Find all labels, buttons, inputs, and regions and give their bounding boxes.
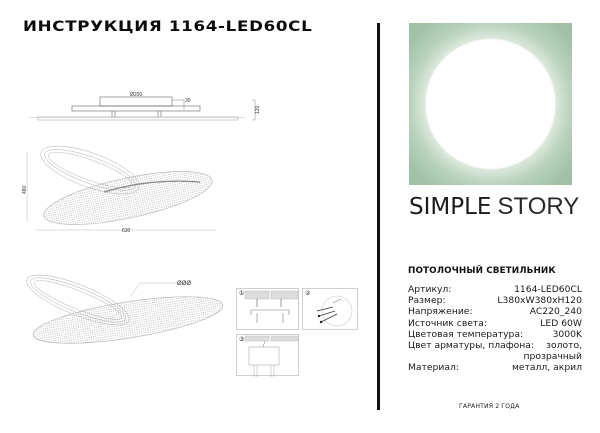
spec-value: AC220_240 — [529, 306, 582, 318]
step-number: ③ — [239, 336, 245, 343]
spec-row-finish-color-cont: прозрачный — [408, 351, 582, 362]
spec-value: металл, акрил — [511, 362, 582, 374]
spec-value: 1164-LED60CL — [514, 284, 582, 295]
spec-value-continued: прозрачный — [523, 351, 582, 363]
spec-row-finish-color: Цвет арматуры, плафона: золото, — [408, 340, 582, 351]
top-view-drawing — [26, 145, 216, 231]
vertical-divider — [377, 23, 380, 410]
spec-row-voltage: Напряжение: AC220_240 — [408, 306, 582, 317]
spec-value: L380xW380xH120 — [497, 295, 582, 307]
warranty-text: ГАРАНТИЯ 2 ГОДА — [459, 403, 520, 410]
technical-drawings: Ø200 30 120 480 630 ØØØ — [22, 92, 261, 344]
brand-name-story: STORY — [497, 193, 580, 220]
spec-row-light-source: Источник света: LED 60W — [408, 318, 582, 329]
spec-label: Напряжение: — [408, 306, 473, 318]
spec-label: Цвет арматуры, плафона: — [408, 340, 534, 352]
spec-value: LED 60W — [540, 317, 582, 329]
spec-label: Источник света: — [408, 317, 487, 329]
step-number: ① — [239, 290, 245, 297]
spec-label: Размер: — [408, 295, 446, 307]
mount-lamp-icon — [244, 335, 299, 377]
product-type-heading: ПОТОЛОЧНЫЙ СВЕТИЛЬНИК — [408, 266, 556, 276]
step-number: ② — [305, 290, 311, 297]
install-step-1-panel: ① — [236, 288, 299, 330]
spec-label: Материал: — [408, 362, 459, 374]
ceiling-bracket-icon — [244, 290, 299, 323]
spec-value: золото, — [546, 340, 582, 352]
spec-row-color-temperature: Цветовая температура: 3000K — [408, 329, 582, 340]
perspective-view-drawing — [26, 274, 224, 344]
spec-row-material: Материал: металл, акрил — [408, 362, 582, 373]
brand-name-simple: SIMPLE — [409, 194, 492, 220]
wire-connection-icon — [316, 295, 353, 327]
side-view-drawing — [29, 96, 256, 121]
perspective-callout: ØØØ — [177, 281, 191, 287]
spec-label: Цветовая температура: — [408, 328, 524, 340]
install-step-2-panel: ② — [302, 288, 358, 330]
dim-height-label: 120 — [255, 105, 261, 114]
document-title: ИНСТРУКЦИЯ 1164-LED60CL — [23, 19, 313, 35]
spec-row-article: Артикул: 1164-LED60CL — [408, 284, 582, 295]
dim-630-label: 630 — [122, 228, 131, 234]
dim-diameter-label: Ø200 — [130, 92, 142, 98]
spec-list: Артикул: 1164-LED60CL Размер: L380xW380x… — [408, 284, 582, 374]
spec-label: Артикул: — [408, 284, 452, 295]
dim-depth-label: 30 — [185, 98, 191, 104]
spec-row-size: Размер: L380xW380xH120 — [408, 295, 582, 306]
brand-logo-icon — [409, 23, 572, 185]
dim-480-label: 480 — [22, 185, 28, 194]
spec-value: 3000K — [552, 328, 582, 340]
install-step-3-panel: ③ — [236, 334, 299, 377]
